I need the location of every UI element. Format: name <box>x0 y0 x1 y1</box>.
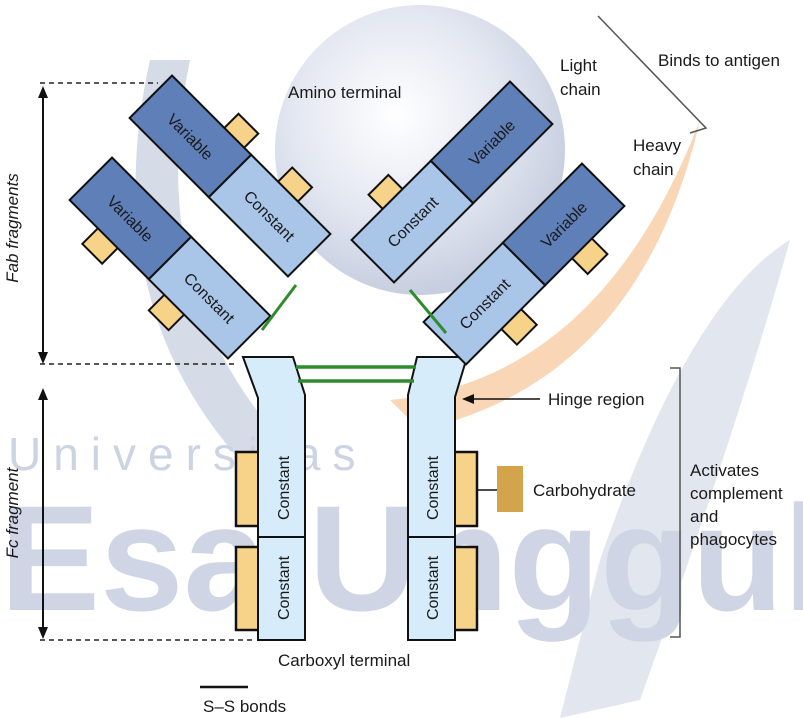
carboxyl-terminal-label: Carboxyl terminal <box>278 651 410 670</box>
fc-left-lower-constant: Constant <box>276 555 293 620</box>
antigen-binding-bracket <box>598 16 706 133</box>
fc-right-lower-constant: Constant <box>425 555 442 620</box>
amino-terminal-label: Amino terminal <box>288 83 401 102</box>
fab-fragments-label: Fab fragments <box>3 173 22 283</box>
activates-label-line1: Activates <box>690 461 759 480</box>
carbohydrate-key-swatch <box>497 466 523 512</box>
watermark-text-universitas: Universitas <box>8 428 368 480</box>
light-chain-label-line2: chain <box>560 80 601 99</box>
heavy-chain-label-line1: Heavy <box>633 136 682 155</box>
activates-label-line4: phagocytes <box>690 530 777 549</box>
hinge-region-label: Hinge region <box>548 390 644 409</box>
watermark-logo: Universitas Esa Unggul <box>0 5 803 718</box>
fc-fragment-label: Fc fragment <box>3 466 22 558</box>
binds-to-antigen-label: Binds to antigen <box>658 51 780 70</box>
ss-bonds-legend-label: S–S bonds <box>203 697 286 716</box>
light-chain-label-line1: Light <box>560 56 597 75</box>
fc-right-upper-constant: Constant <box>425 455 442 520</box>
activates-label-line2: complement <box>690 484 783 503</box>
watermark-text-esa-unggul: Esa Unggul <box>0 474 803 642</box>
heavy-chain-label-line2: chain <box>633 160 674 179</box>
ss-bond-left-arm <box>262 285 296 330</box>
activates-label-line3: and <box>690 507 718 526</box>
fc-left-upper-constant: Constant <box>276 455 293 520</box>
carbohydrate-label: Carbohydrate <box>533 481 636 500</box>
